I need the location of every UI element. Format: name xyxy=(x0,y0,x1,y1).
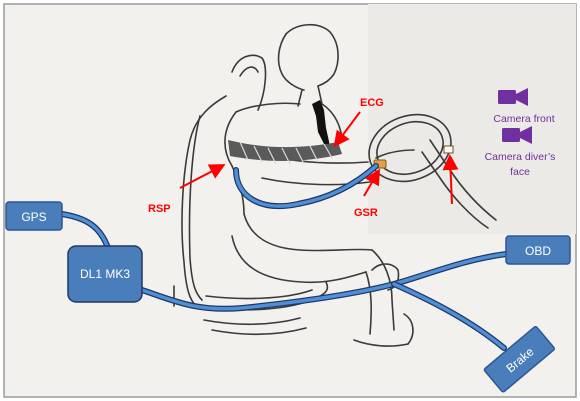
ecg-label: ECG xyxy=(360,97,384,109)
camera-face-label-line1: Camera diver’s xyxy=(485,151,556,163)
rsp-belt xyxy=(228,140,342,165)
obd-label: OBD xyxy=(525,244,551,258)
rsp-label: RSP xyxy=(148,203,171,215)
cables xyxy=(59,163,509,351)
ecg-electrode xyxy=(312,100,330,146)
data-logger-label: DL1 MK3 xyxy=(80,267,130,281)
gps-label: GPS xyxy=(21,210,46,224)
car-seat-sketch xyxy=(173,54,329,336)
paper-shade xyxy=(368,4,576,234)
wheel-sensor xyxy=(443,145,454,154)
camera-icon xyxy=(498,88,528,106)
gsr-label: GSR xyxy=(354,207,378,219)
camera-icon xyxy=(502,126,532,144)
camera-front-label: Camera front xyxy=(493,113,554,125)
gps-box: GPS xyxy=(5,201,63,231)
obd-box: OBD xyxy=(505,235,571,265)
data-logger-box: DL1 MK3 xyxy=(67,245,143,303)
sensor-arrows xyxy=(179,111,459,205)
camera-face-label-line2: face xyxy=(510,166,530,178)
